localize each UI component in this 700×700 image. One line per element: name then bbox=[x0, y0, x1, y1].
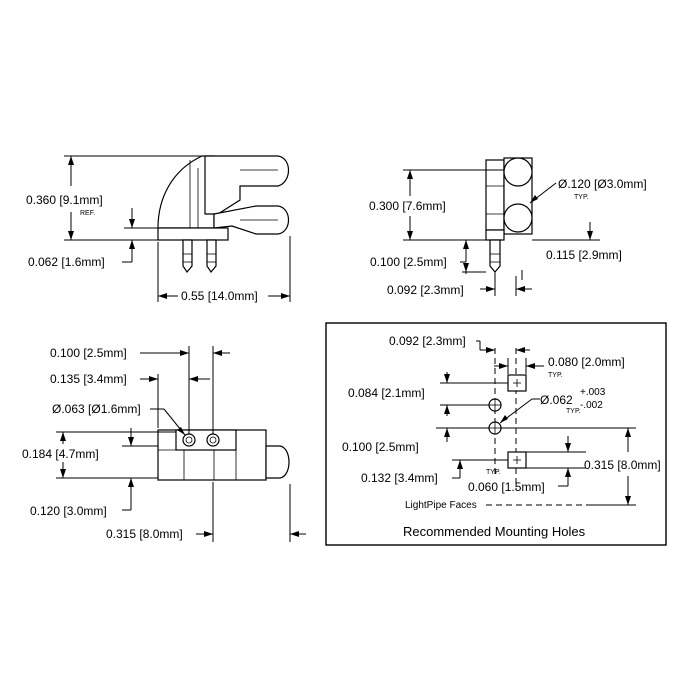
side-view-height-ref: REF. bbox=[80, 210, 95, 217]
side-view: 0.360 [9.1mm] REF. 0.062 [1.6mm] 0.55 [1… bbox=[26, 155, 291, 303]
front-view-upper-lens bbox=[503, 157, 533, 187]
top-view-pin-2 bbox=[206, 433, 220, 447]
side-view-pin-offset-dim: 0.062 [1.6mm] bbox=[28, 255, 105, 269]
overall-dim: 0.315 [8.0mm] bbox=[584, 458, 661, 472]
side-view-base bbox=[157, 227, 229, 241]
top-view-pin-spacing-dim: 0.100 [2.5mm] bbox=[50, 346, 127, 360]
side-view-height-dim: 0.360 [9.1mm] bbox=[26, 193, 103, 207]
top-view-body-height-dim: 0.184 [4.7mm] bbox=[22, 447, 99, 461]
front-view-diameter-note: TYP. bbox=[574, 194, 589, 201]
face-height-dim: 0.060 [1.5mm] bbox=[468, 480, 545, 494]
side-view-pin-1 bbox=[182, 239, 193, 274]
front-view: 0.300 [7.6mm] Ø.120 [Ø3.0mm] TYP. 0.100 … bbox=[369, 157, 647, 297]
mounting-holes-frame bbox=[325, 322, 667, 546]
top-view-pipe-offset-dim: 0.120 [3.0mm] bbox=[30, 504, 107, 518]
face-width-dim: 0.080 [2.0mm] bbox=[548, 355, 625, 369]
mounting-holes-panel: 0.092 [2.3mm] 0.080 [2.0mm] TYP. 0.084 [… bbox=[325, 322, 667, 546]
hole-tolerance-minus: -.002 bbox=[580, 400, 603, 411]
mounting-holes-title: Recommended Mounting Holes bbox=[403, 524, 586, 539]
offset-x-dim: 0.092 [2.3mm] bbox=[389, 334, 466, 348]
top-view-depth-dim: 0.315 [8.0mm] bbox=[106, 527, 183, 541]
face-offset-note: TYP. bbox=[486, 469, 501, 476]
face-width-note: TYP. bbox=[548, 372, 563, 379]
hole-spacing-dim: 0.100 [2.5mm] bbox=[342, 440, 419, 454]
hole-diameter-note: TYP. bbox=[566, 408, 581, 415]
front-view-pin bbox=[489, 239, 501, 273]
front-view-base bbox=[485, 229, 505, 241]
side-view-width-dim: 0.55 [14.0mm] bbox=[181, 289, 258, 303]
face-offset-dim: 0.132 [3.4mm] bbox=[361, 471, 438, 485]
hole-tolerance-plus: +.003 bbox=[580, 387, 606, 398]
front-view-pin-length-dim: 0.100 [2.5mm] bbox=[370, 255, 447, 269]
lightpipe-faces-label: LightPipe Faces bbox=[405, 500, 477, 511]
side-view-upper-pipe bbox=[204, 155, 290, 215]
top-view: 0.100 [2.5mm] 0.135 [3.4mm] Ø.063 [Ø1.6m… bbox=[22, 346, 306, 542]
hole-offset-dim: 0.084 [2.1mm] bbox=[348, 386, 425, 400]
front-view-height-dim: 0.300 [7.6mm] bbox=[369, 199, 446, 213]
top-view-pin-1 bbox=[182, 433, 196, 447]
front-view-diameter-dim: Ø.120 [Ø3.0mm] bbox=[558, 177, 647, 191]
hole-diameter-dim: Ø.062 bbox=[540, 393, 573, 407]
top-view-body-offset-dim: 0.135 [3.4mm] bbox=[50, 372, 127, 386]
top-view-pin-diameter-dim: Ø.063 [Ø1.6mm] bbox=[52, 402, 141, 416]
front-view-lower-lens bbox=[503, 203, 533, 233]
side-view-pin-2 bbox=[206, 239, 217, 274]
front-view-tip-height-dim: 0.115 [2.9mm] bbox=[546, 248, 622, 262]
front-view-pin-offset-dim: 0.092 [2.3mm] bbox=[387, 283, 464, 297]
top-view-pipe-tip bbox=[265, 445, 290, 479]
